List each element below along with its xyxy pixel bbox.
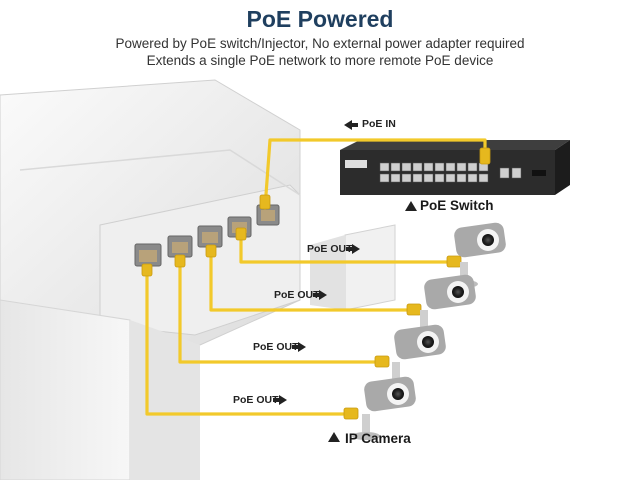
arrow-right-icon xyxy=(273,395,287,405)
subtitle-line-1: Powered by PoE switch/Injector, No exter… xyxy=(115,36,525,51)
arrow-right-icon xyxy=(346,244,360,254)
poe-out-label-1: PoE OUT xyxy=(307,243,353,255)
ip-camera-4 xyxy=(352,376,416,440)
arrow-right-icon xyxy=(292,342,306,352)
arrow-right-icon xyxy=(313,290,327,300)
arrow-left-icon xyxy=(344,120,358,130)
triangle-up-icon xyxy=(328,432,340,442)
poe-switch-label: PoE Switch xyxy=(420,198,494,213)
poe-out-label-3: PoE OUT xyxy=(253,341,299,353)
subtitle-line-2: Extends a single PoE network to more rem… xyxy=(146,53,494,68)
page-title: PoE Powered xyxy=(246,6,394,32)
ip-camera-3 xyxy=(382,324,446,388)
poe-out-label-4: PoE OUT xyxy=(233,394,279,406)
triangle-up-icon xyxy=(405,201,417,211)
ip-camera-label: IP Camera xyxy=(345,431,411,446)
poe-switch-device xyxy=(340,140,570,195)
poe-out-label-2: PoE OUT xyxy=(274,289,320,301)
poe-in-label: PoE IN xyxy=(362,118,396,130)
extender-ports xyxy=(134,204,280,267)
cable-connectors xyxy=(141,147,491,420)
